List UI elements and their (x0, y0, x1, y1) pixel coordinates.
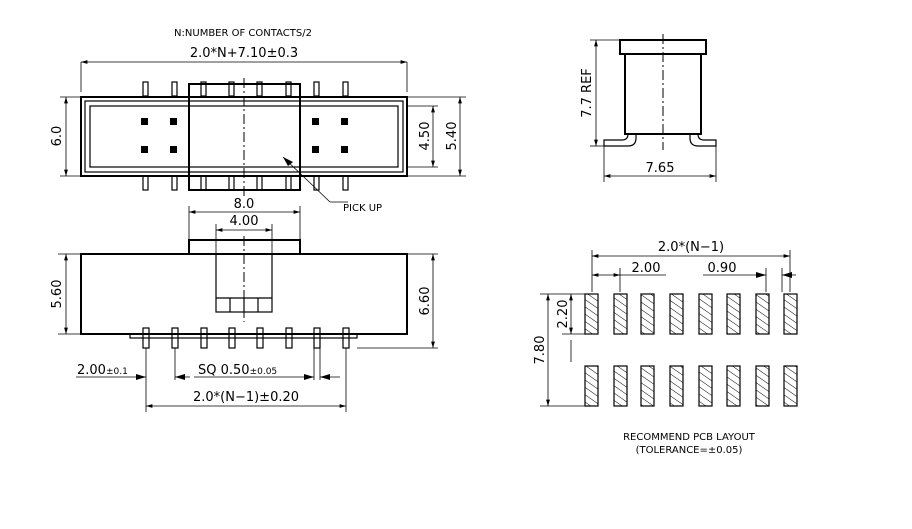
pin-square-dimension: SQ 0.50±0.05 (198, 363, 277, 378)
pin-span-dimension: 2.0*(N−1)±0.20 (193, 390, 299, 405)
pad-width-dimension: 0.90 (708, 261, 737, 276)
side-view: 7.7 REF 7.65 (580, 34, 717, 182)
pcb-caption: RECOMMEND PCB LAYOUT (623, 432, 756, 443)
pcb-tolerance: (TOLERANCE=±0.05) (636, 445, 743, 456)
top-view: N:NUMBER OF CONTACTS/2 2.0*N+7.10±0.3 (50, 28, 466, 214)
outer-height-dimension: 5.40 (445, 122, 460, 151)
row-span-dimension: 7.80 (533, 336, 548, 365)
foot-span-dimension: 7.65 (646, 161, 675, 176)
front-view: 8.0 4.00 5.60 (50, 197, 438, 412)
pcb-pitch-dimension: 2.00 (632, 261, 661, 276)
inner-height-dimension: 4.50 (418, 122, 433, 151)
pcb-pads-lower (584, 365, 798, 407)
overall-length-dimension: 2.0*N+7.10±0.3 (190, 46, 298, 61)
width-dimension: 6.0 (50, 126, 65, 147)
cap-inner-dimension: 4.00 (230, 214, 259, 229)
top-pins-lower (142, 175, 349, 191)
side-height-dimension: 7.7 REF (580, 68, 595, 118)
pick-up-label: PICK UP (343, 203, 382, 214)
body-height-dimension: 5.60 (50, 280, 65, 309)
contacts-note: N:NUMBER OF CONTACTS/2 (174, 28, 312, 39)
pcb-pads-upper (584, 293, 798, 335)
contact-squares (141, 118, 348, 153)
cap-width-dimension: 8.0 (234, 197, 255, 212)
pcb-layout: 2.0*(N−1) 2.00 0.90 (533, 240, 798, 456)
overall-height-dimension: 6.60 (418, 287, 433, 316)
pcb-span-dimension: 2.0*(N−1) (658, 240, 724, 255)
pad-length-dimension: 2.20 (556, 300, 571, 329)
pitch-dimension: 2.00±0.1 (77, 363, 128, 378)
